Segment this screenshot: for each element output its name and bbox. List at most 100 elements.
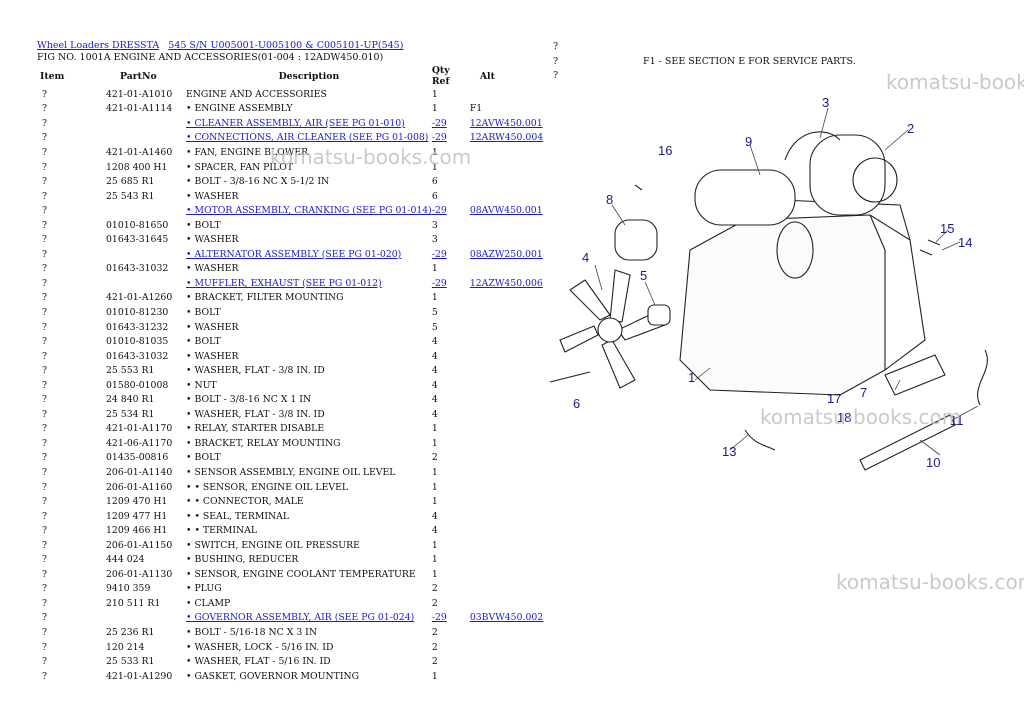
row-alt[interactable]: 08AVW450.001 — [469, 205, 543, 217]
row-description: • ENGINE ASSEMBLY — [186, 103, 293, 115]
row-item: ? — [42, 583, 47, 595]
row-description: • BOLT — [186, 306, 221, 318]
row-partno: 01643-31032 — [106, 263, 169, 275]
row-partno: 1209 466 H1 — [106, 525, 168, 537]
row-qty[interactable]: -29 — [431, 612, 447, 624]
leader-lines — [594, 107, 979, 456]
row-partno: 25 533 R1 — [106, 656, 155, 668]
muffler-end — [776, 221, 814, 279]
row-item: ? — [42, 365, 47, 377]
row-description: • WASHER — [186, 350, 239, 362]
row-item: ? — [42, 277, 47, 289]
row-description: • CLAMP — [186, 597, 231, 609]
row-alt[interactable]: 12AZW450.006 — [469, 277, 543, 289]
air-cleaner-shape — [809, 134, 886, 216]
row-item: ? — [42, 248, 47, 260]
row-description: • BUSHING, REDUCER — [186, 554, 299, 566]
row-alt[interactable]: 12AVW450.001 — [469, 117, 543, 129]
row-qty[interactable]: -29 — [431, 248, 447, 260]
row-qty: 4 — [431, 394, 438, 406]
row-alt — [470, 523, 560, 538]
row-description[interactable]: • GOVERNOR ASSEMBLY, AIR (SEE PG 01-024) — [186, 612, 415, 624]
table-row: ?206-01-A1160• • SENSOR, ENGINE OIL LEVE… — [34, 480, 560, 495]
row-qty: 2 — [431, 656, 438, 668]
fan-bolt — [549, 371, 591, 383]
row-description[interactable]: • MOTOR ASSEMBLY, CRANKING (SEE PG 01-01… — [186, 205, 432, 217]
row-partno — [106, 611, 186, 626]
row-partno: 01580-01008 — [106, 379, 169, 391]
row-partno: 421-01-A1170 — [106, 423, 173, 435]
row-description[interactable]: • CONNECTIONS, AIR CLEANER (SEE PG 01-00… — [186, 132, 429, 144]
row-description: • • SENSOR, ENGINE OIL LEVEL — [186, 481, 349, 493]
side-mark: ? — [553, 41, 559, 52]
row-description: • WASHER, FLAT - 3/8 IN. ID — [186, 408, 325, 420]
row-qty: 6 — [431, 176, 438, 188]
callout-15: 15 — [940, 221, 954, 236]
row-qty: 4 — [431, 525, 438, 537]
row-description: • WASHER — [186, 234, 239, 246]
row-description[interactable]: • MUFFLER, EXHAUST (SEE PG 01-012) — [186, 277, 382, 289]
row-description: • BRACKET, RELAY MOUNTING — [186, 437, 341, 449]
fan-hub — [597, 317, 623, 343]
watermark: komatsu-books.com — [760, 405, 962, 429]
table-row: ?206-01-A1130• SENSOR, ENGINE COOLANT TE… — [34, 567, 560, 582]
row-partno: 25 685 R1 — [106, 176, 155, 188]
row-description[interactable]: • ALTERNATOR ASSEMBLY (SEE PG 01-020) — [186, 248, 402, 260]
row-qty[interactable]: -29 — [431, 205, 447, 217]
row-item: ? — [42, 423, 47, 435]
row-qty: 5 — [431, 321, 438, 333]
table-row: ?• GOVERNOR ASSEMBLY, AIR (SEE PG 01-024… — [34, 611, 560, 626]
breadcrumb-link-serial[interactable]: 545 S/N U005001-U005100 & C005101-UP(545… — [168, 40, 404, 51]
row-partno — [106, 131, 186, 146]
row-partno: 206-01-A1160 — [106, 481, 173, 493]
row-item: ? — [42, 466, 47, 478]
row-partno: 1208 400 H1 — [106, 161, 168, 173]
row-qty[interactable]: -29 — [431, 277, 447, 289]
row-description: • BRACKET, FILTER MOUNTING — [186, 292, 344, 304]
row-description: ENGINE AND ACCESSORIES — [186, 88, 327, 100]
row-alt[interactable]: 03BVW450.002 — [469, 612, 544, 624]
row-qty[interactable]: -29 — [431, 132, 447, 144]
row-qty: 1 — [431, 554, 438, 566]
row-qty: 1 — [431, 146, 438, 158]
row-partno: 25 534 R1 — [106, 408, 155, 420]
row-item: ? — [42, 103, 47, 115]
row-qty[interactable]: -29 — [431, 117, 447, 129]
row-item: ? — [42, 437, 47, 449]
row-alt[interactable]: 08AZW250.001 — [469, 248, 543, 260]
row-qty: 2 — [431, 597, 438, 609]
row-partno: 01010-81650 — [106, 219, 169, 231]
row-qty: 1 — [431, 161, 438, 173]
row-alt[interactable]: 12ARW450.004 — [469, 132, 544, 144]
callout-14: 14 — [958, 235, 972, 250]
row-partno: 25 553 R1 — [106, 365, 155, 377]
row-qty: 4 — [431, 510, 438, 522]
row-description[interactable]: • CLEANER ASSEMBLY, AIR (SEE PG 01-010) — [186, 117, 405, 129]
row-alt — [470, 582, 560, 597]
row-qty: 1 — [431, 88, 438, 100]
breadcrumb-link-model[interactable]: Wheel Loaders DRESSTA — [37, 40, 160, 51]
row-item: ? — [42, 146, 47, 158]
row-partno: 01643-31645 — [106, 234, 169, 246]
row-item: ? — [42, 88, 47, 100]
row-item: ? — [42, 627, 47, 638]
header-description: Description — [278, 70, 340, 82]
air-cleaner-cap — [852, 157, 898, 203]
row-item: ? — [42, 656, 47, 668]
header-alt: Alt — [479, 70, 495, 82]
callout-1: 1 — [688, 370, 695, 385]
row-alt — [470, 480, 560, 495]
row-qty: 1 — [431, 466, 438, 478]
row-description: • FAN, ENGINE BLOWER — [186, 146, 309, 158]
row-partno: 01010-81230 — [106, 306, 169, 318]
callout-6: 6 — [573, 396, 580, 411]
callout-16: 16 — [658, 143, 672, 158]
row-partno: 421-01-A1290 — [106, 670, 173, 682]
